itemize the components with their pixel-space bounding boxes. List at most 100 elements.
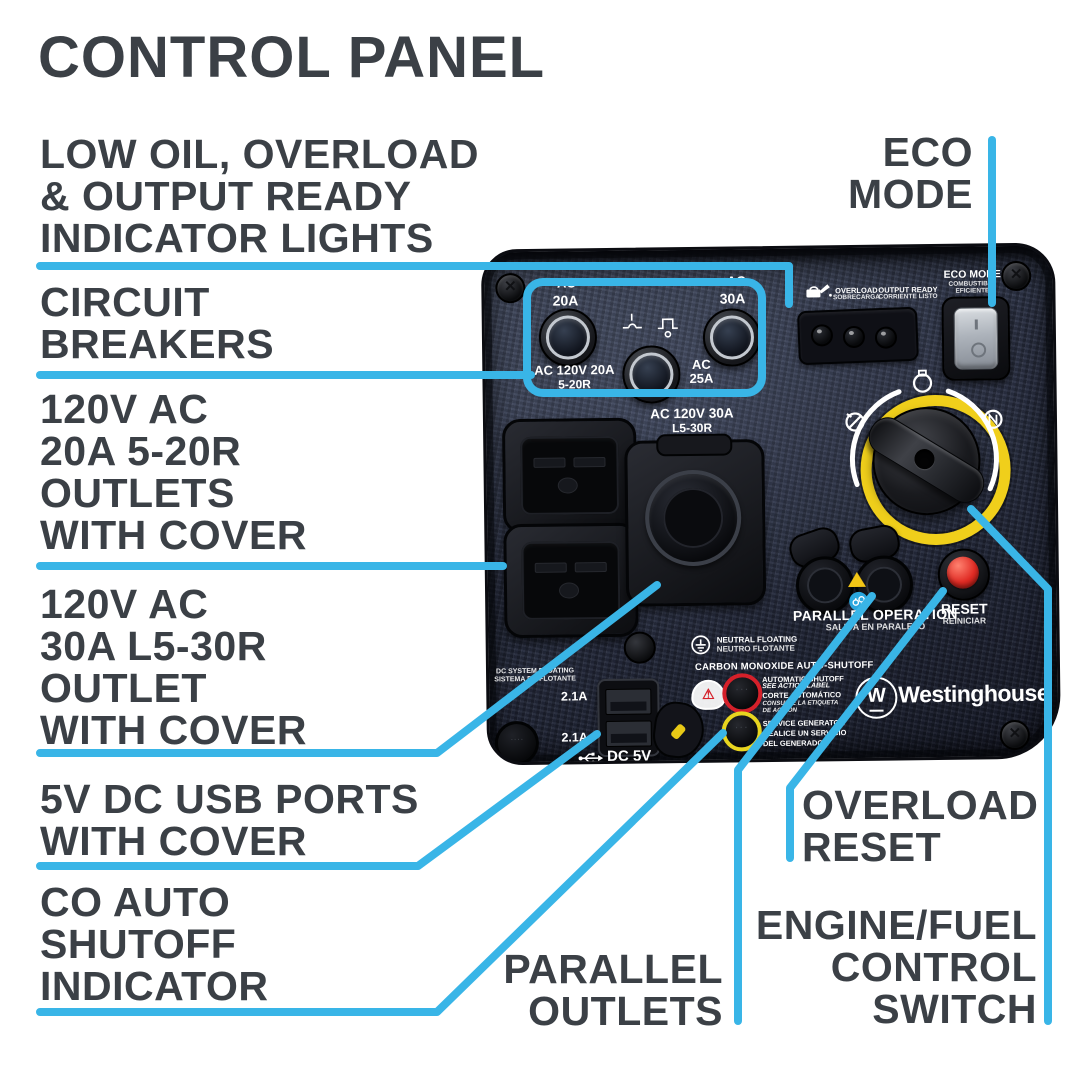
overload-light-label-es: SOBRECARGA — [832, 293, 880, 302]
screw-icon — [495, 272, 526, 304]
parallel-operation-label-es: SALIDA EN PARALELO — [825, 621, 926, 633]
label-parallel-outlets: PARALLEL OUTLETS — [503, 948, 723, 1032]
dc-5v-label: DC 5V — [606, 747, 652, 766]
label-line: WITH COVER — [40, 512, 307, 558]
label-line: CO AUTO — [40, 879, 231, 925]
label-overload-reset: OVERLOAD RESET — [802, 784, 1038, 868]
label-line: 5V DC USB PORTS — [40, 776, 419, 822]
breaker-ac-right-label: AC — [726, 273, 746, 289]
label-line: RESET — [802, 824, 942, 870]
breaker-symbol-icon — [622, 313, 642, 329]
usb-port-2[interactable] — [605, 720, 652, 748]
circuit-breaker-25a[interactable] — [622, 345, 681, 404]
label-eco-mode: ECO MODE — [848, 131, 973, 215]
screw-icon — [999, 719, 1031, 751]
westinghouse-wordmark: Westinghouse — [898, 679, 1050, 708]
co-warning-icon: ⚠ — [691, 679, 726, 710]
bolt-icon — [623, 631, 656, 664]
breaker-20a-sub-label: AC 120V 20A — [534, 361, 615, 378]
label-line: OUTLETS — [40, 470, 235, 516]
label-line: WITH COVER — [40, 818, 307, 864]
service-text1: SERVICE GENERATOR — [762, 718, 845, 729]
label-co-indicator: CO AUTO SHUTOFF INDICATOR — [40, 881, 268, 1007]
service-indicator — [721, 711, 763, 752]
label-30a-outlet: 120V AC 30A L5-30R OUTLET WITH COVER — [40, 583, 307, 751]
knob-center-hole — [914, 449, 935, 470]
breaker-25a-label2: 25A — [689, 370, 714, 386]
usb-port-1[interactable] — [605, 688, 652, 716]
eco-mode-panel-label-es2: EFICIENTE — [955, 287, 990, 295]
label-line: OVERLOAD — [802, 782, 1039, 828]
label-line: LOW OIL, OVERLOAD — [40, 131, 479, 177]
label-line: CONTROL — [830, 944, 1037, 990]
circle-w-icon: W — [855, 676, 898, 719]
service-text3: DEL GENERADOR — [762, 738, 829, 749]
co-shutoff-indicator — [722, 673, 763, 714]
service-text2: REALICE UN SERVICIO — [762, 728, 847, 739]
label-line: SHUTOFF — [40, 921, 237, 967]
label-circuit-breakers: CIRCUIT BREAKERS — [40, 281, 274, 365]
label-line: ENGINE/FUEL — [755, 902, 1037, 948]
outlet-5-20r-top[interactable] — [501, 417, 638, 534]
generator-control-panel-photo: AC AC 20A 30A AC 120V 20A 5-20R AC 25A A… — [480, 242, 1062, 766]
overload-led — [842, 325, 866, 349]
label-line: & OUTPUT READY — [40, 173, 412, 219]
usb-amp-bottom-label: 2.1A — [561, 730, 588, 745]
label-line: SWITCH — [872, 986, 1037, 1032]
eco-mode-switch[interactable] — [941, 296, 1011, 381]
label-indicator-lights: LOW OIL, OVERLOAD & OUTPUT READY INDICAT… — [40, 133, 479, 259]
overload-reset-button[interactable] — [937, 548, 991, 601]
usb-amp-top-label: 2.1A — [560, 689, 588, 704]
label-line: CIRCUIT — [40, 279, 210, 325]
reset-button-dome[interactable] — [946, 556, 980, 589]
knob-fuel-icon — [912, 369, 933, 393]
label-line: WITH COVER — [40, 707, 307, 753]
parallel-outlet-1[interactable] — [795, 555, 855, 615]
co-auto-text2: SEE ACTION LABEL — [762, 682, 831, 691]
label-line: OUTLET — [40, 665, 207, 711]
breaker-ac-left-label: AC — [556, 275, 576, 291]
label-line: INDICATOR — [40, 963, 269, 1009]
label-line: 30A L5-30R — [40, 623, 267, 669]
label-20a-outlets: 120V AC 20A 5-20R OUTLETS WITH COVER — [40, 388, 307, 556]
dc-system-label: DC SYSTEM FLOATING — [495, 667, 575, 676]
breaker-30a-label: 30A — [719, 290, 746, 307]
neutral-floating-label-es: NEUTRO FLOTANTE — [716, 643, 795, 654]
co-auto-text4: CONSULTE LA ETIQUETA — [762, 699, 839, 708]
label-line: MODE — [848, 171, 973, 217]
output-ready-led — [874, 326, 898, 349]
usb-icon — [578, 750, 604, 765]
eco-mode-panel-label: ECO MODE — [943, 268, 1001, 281]
label-line: ECO — [882, 129, 973, 175]
outlet-5-20r-bottom[interactable] — [503, 522, 639, 639]
breaker-20a-sub-label2: 5-20R — [558, 377, 591, 392]
label-line: OUTLETS — [528, 988, 723, 1034]
dc-jack[interactable] — [494, 720, 540, 766]
breaker-20a-label: 20A — [552, 292, 579, 309]
co-auto-text5: DE ACCIÓN — [762, 706, 798, 715]
label-line: PARALLEL — [503, 946, 723, 992]
outlet-cover-hinge — [656, 433, 733, 457]
low-oil-led — [810, 324, 834, 347]
dc-system-label-es: SISTEMA DC FLOTANTE — [494, 675, 576, 684]
co-auto-shutoff-title: CARBON MONOXIDE AUTO-SHUTOFF — [694, 659, 874, 673]
usb-ports[interactable] — [597, 678, 661, 758]
output-ready-light-label-es: CORRIENTE LISTO — [878, 292, 938, 301]
label-line: 120V AC — [40, 581, 209, 627]
knob-off-icon — [845, 412, 865, 432]
page-title: CONTROL PANEL — [38, 25, 546, 90]
eco-mode-rocker[interactable] — [953, 307, 999, 370]
breaker-symbol-icon — [657, 318, 678, 338]
outlet-30a-label: AC 120V 30A — [650, 405, 734, 422]
circuit-breaker-20a[interactable] — [538, 308, 598, 367]
warning-triangle-icon — [847, 571, 867, 588]
label-usb-ports: 5V DC USB PORTS WITH COVER — [40, 778, 419, 862]
screw-icon — [1001, 260, 1032, 292]
label-line: BREAKERS — [40, 321, 275, 367]
ground-icon — [691, 635, 711, 655]
label-line: INDICATOR LIGHTS — [40, 215, 434, 261]
label-line: 20A 5-20R — [40, 428, 242, 474]
low-oil-icon — [804, 280, 832, 302]
label-line: 120V AC — [40, 386, 209, 432]
